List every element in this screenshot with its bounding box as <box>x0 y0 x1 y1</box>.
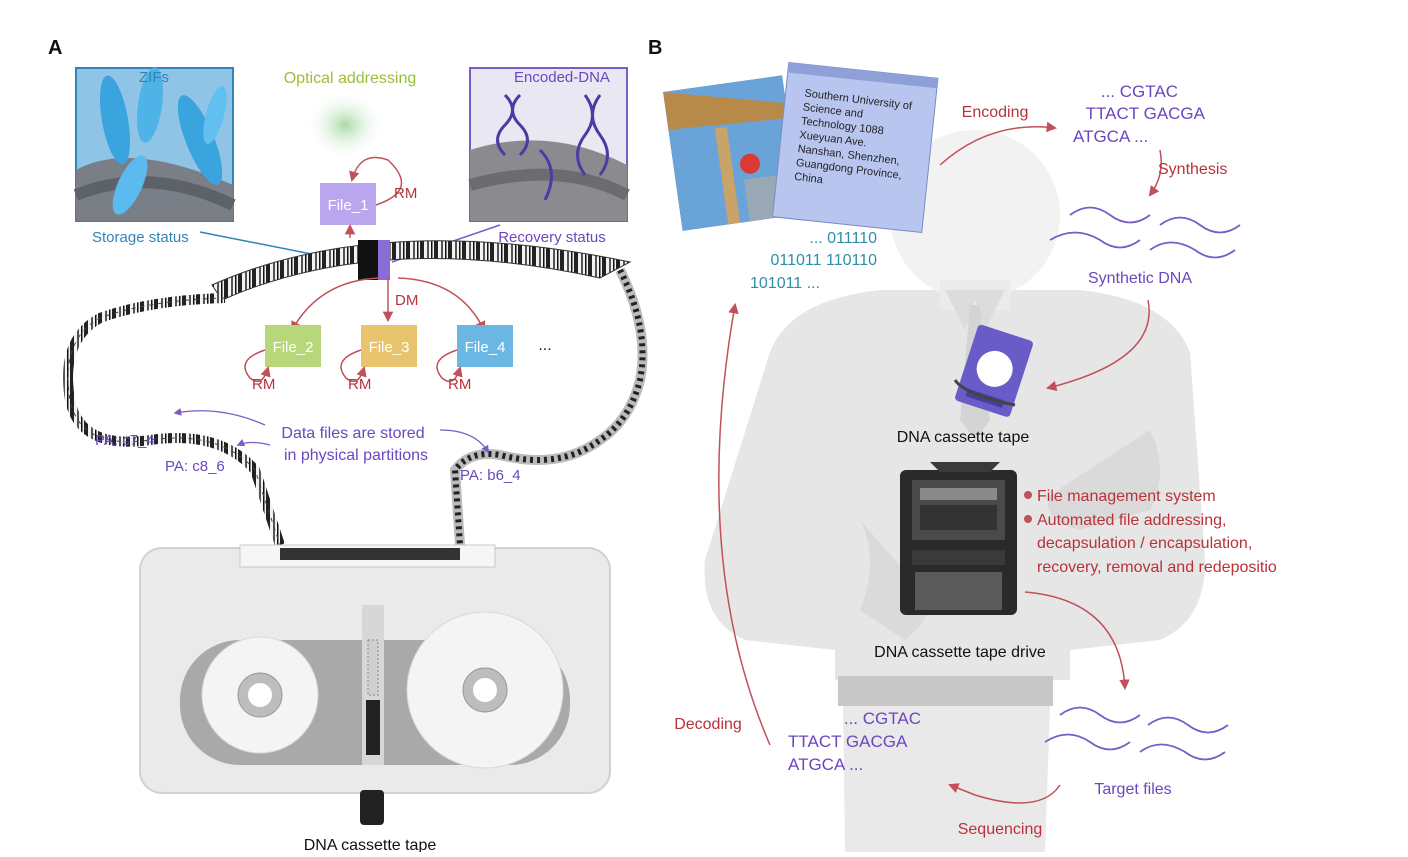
feature-2: Automated file addressing, <box>1037 512 1226 529</box>
svg-text:... CGTAC: ... CGTAC <box>844 709 921 728</box>
decoding-label: Decoding <box>674 716 742 733</box>
svg-text:ATGCA ...: ATGCA ... <box>788 755 863 774</box>
decoding-arrow <box>718 302 771 746</box>
file1-rm-loop <box>349 156 403 206</box>
encoded-dna-inset <box>468 67 630 222</box>
optical-glow <box>305 90 385 160</box>
file2-label: File_2 <box>273 339 314 356</box>
optical-addressing-label: Optical addressing <box>284 70 417 87</box>
pa1-arrow <box>173 408 266 426</box>
file3-rm-loop <box>340 349 367 383</box>
cassette-tape-label: DNA cassette tape <box>897 429 1030 446</box>
tape-label: DNA cassette tape <box>304 837 437 852</box>
pa3-arrow <box>439 429 489 454</box>
svg-text:... CGTAC: ... CGTAC <box>1101 82 1178 101</box>
more-files-ellipsis: ... <box>538 337 551 354</box>
sequencing-label: Sequencing <box>958 821 1043 838</box>
load-cassette-arrow <box>1045 299 1150 392</box>
stored-line2: in physical partitions <box>284 447 428 464</box>
pa2-label: PA: c8_6 <box>165 458 225 475</box>
dm-arrow-left <box>290 277 381 332</box>
panel-a-letter: A <box>48 37 62 59</box>
synthesis-label: Synthesis <box>1158 161 1227 178</box>
file1-box <box>320 183 376 225</box>
cassette-body <box>139 544 611 825</box>
file1-label: File_1 <box>328 197 369 214</box>
synthesis-arrow <box>1148 149 1162 197</box>
svg-text:TTACT GACGA: TTACT GACGA <box>1086 104 1206 123</box>
binary-data: ... 011110 011011 110110 101011 ... <box>750 230 877 292</box>
feature-1: File management system <box>1037 488 1216 505</box>
zifs-label: ZIFs <box>139 69 169 86</box>
input-document <box>663 62 939 233</box>
retrieve-arrow <box>1024 591 1130 691</box>
dm-label: DM <box>395 292 418 309</box>
encoding-arrow <box>939 121 1058 166</box>
svg-text:101011 ...: 101011 ... <box>750 275 820 292</box>
recovery-status-label: Recovery status <box>498 229 606 246</box>
svg-text:ATGCA ...: ATGCA ... <box>1073 127 1148 146</box>
file1-rm-label: RM <box>394 185 417 202</box>
encoding-label: Encoding <box>962 104 1029 121</box>
zifs-inset <box>73 67 236 222</box>
pa3-label: PA: b6_4 <box>460 467 521 484</box>
synthetic-dna-strands <box>1049 206 1241 259</box>
drive-label: DNA cassette tape drive <box>874 644 1046 661</box>
svg-text:China: China <box>794 171 825 187</box>
file3-label: File_3 <box>369 339 410 356</box>
feature-bullet-2 <box>1024 515 1032 523</box>
tape-drive <box>900 462 1017 615</box>
file4-rm-label: RM <box>448 376 471 393</box>
feature-4: recovery, removal and redepositio <box>1037 559 1277 576</box>
seq-top: ... CGTAC TTACT GACGA ATGCA ... <box>1073 82 1206 146</box>
target-dna-strands <box>1044 706 1229 761</box>
hand-pen <box>953 379 1016 407</box>
svg-text:... 011110: ... 011110 <box>809 230 877 247</box>
panel-b-letter: B <box>648 37 662 59</box>
synthetic-dna-label: Synthetic DNA <box>1088 270 1192 287</box>
file2-box <box>265 325 321 367</box>
target-files-label: Target files <box>1094 781 1171 798</box>
stored-line1: Data files are stored <box>281 425 424 442</box>
feature-3: decapsulation / encapsulation, <box>1037 535 1252 552</box>
dm-arrow-right <box>397 277 486 332</box>
encoded-dna-label: Encoded-DNA <box>514 69 610 86</box>
file2-rm-label: RM <box>252 376 275 393</box>
svg-text:011011 110110: 011011 110110 <box>771 252 878 269</box>
file3-rm-label: RM <box>348 376 371 393</box>
pa1-label: PA: c7_4 <box>95 432 155 449</box>
file4-rm-loop <box>436 349 463 383</box>
storage-status-label: Storage status <box>92 229 189 246</box>
file4-box <box>457 325 513 367</box>
svg-text:TTACT GACGA: TTACT GACGA <box>788 732 908 751</box>
sequencing-arrow <box>948 783 1061 804</box>
file2-rm-loop <box>244 349 271 383</box>
file3-box <box>361 325 417 367</box>
pa2-arrow <box>236 439 271 447</box>
tape-ribbon <box>63 240 648 547</box>
feature-bullet-1 <box>1024 491 1032 499</box>
file4-label: File_4 <box>465 339 506 356</box>
seq-bottom: ... CGTAC TTACT GACGA ATGCA ... <box>788 709 921 774</box>
